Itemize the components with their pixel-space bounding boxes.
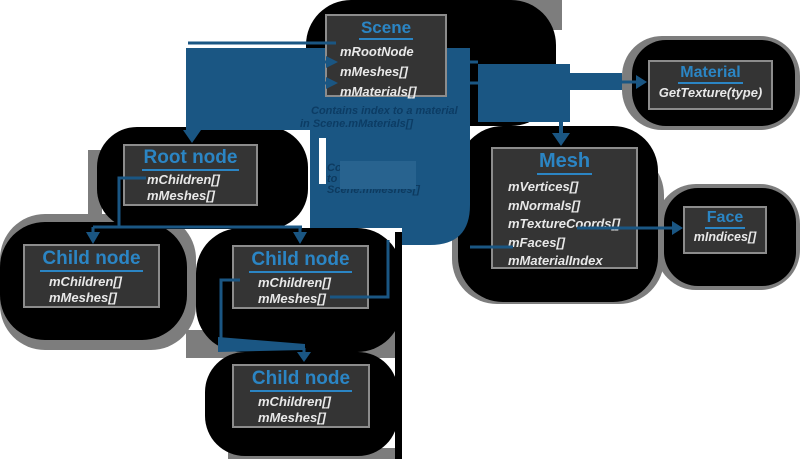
- member-mmeshes: mMeshes[]: [340, 64, 408, 79]
- scene-box: Scene mRootNode mMeshes[] mMaterials[]: [325, 14, 447, 99]
- face-title: Face: [685, 208, 765, 229]
- member-mchildren: mChildren[]: [49, 274, 122, 289]
- member-mvertices: mVertices[]: [508, 179, 579, 194]
- blue-hub-rect: [478, 64, 570, 122]
- root-node-box: Root node mChildren[] mMeshes[]: [123, 144, 258, 206]
- member-mnormals: mNormals[]: [508, 197, 581, 213]
- child-node-left-box: Child node mChildren[] mMeshes[]: [23, 244, 160, 308]
- member-mchildren: mChildren[]: [147, 172, 220, 187]
- child-node-members: mChildren[] mMeshes[]: [234, 390, 368, 425]
- child-node-bottom-box: Child node mChildren[] mMeshes[]: [232, 364, 370, 428]
- mesh-title: Mesh: [493, 149, 636, 175]
- member-mmeshes: mMeshes[]: [147, 187, 215, 203]
- scene-title: Scene: [327, 16, 445, 40]
- scene-members: mRootNode mMeshes[] mMaterials[]: [327, 38, 445, 102]
- member-mfaces: mFaces[]: [508, 234, 566, 250]
- material-box: Material GetTexture(type): [648, 60, 773, 110]
- material-index-note: Contains index to a material in Scene.mM…: [300, 105, 490, 130]
- material-title: Material: [650, 62, 771, 84]
- member-mindices: mIndices[]: [693, 230, 757, 244]
- note-line: Contains index to a material: [311, 105, 458, 117]
- material-members: GetTexture(type): [650, 82, 771, 100]
- member-mchildren: mChildren[]: [258, 394, 331, 409]
- blue-flow-shapes: [186, 48, 622, 245]
- mesh-members: mVertices[] mNormals[] mTextureCoords[] …: [493, 173, 636, 271]
- member-mchildren: mChildren[]: [258, 275, 331, 290]
- child-node-title: Child node: [234, 366, 368, 392]
- face-members: mIndices[]: [685, 227, 765, 244]
- note-line: in Scene.mMaterials[]: [300, 117, 414, 130]
- blue-main-swoosh: [186, 48, 470, 245]
- child-node-members: mChildren[] mMeshes[]: [25, 270, 158, 305]
- blue-thick-bar-to-material: [568, 73, 622, 90]
- child-node-members: mChildren[] mMeshes[]: [234, 271, 367, 306]
- member-mmaterials: mMaterials[]: [340, 84, 417, 99]
- white-sliver: [319, 138, 326, 184]
- member-mmeshes: mMeshes[]: [258, 290, 326, 306]
- member-mmeshes: mMeshes[]: [258, 409, 326, 425]
- child-node-middle-box: Child node mChildren[] mMeshes[]: [232, 245, 369, 309]
- note-line: Scene.mMeshes[]: [327, 183, 420, 196]
- mesh-box: Mesh mVertices[] mNormals[] mTextureCoor…: [491, 147, 638, 269]
- member-mrootnode: mRootNode: [340, 44, 414, 59]
- member-mmeshes: mMeshes[]: [49, 289, 117, 305]
- child-node-title: Child node: [234, 247, 367, 273]
- member-mtexturecoords: mTextureCoords[]: [508, 216, 621, 231]
- root-node-title: Root node: [125, 146, 256, 171]
- member-mmaterialindex: mMaterialIndex: [508, 253, 603, 268]
- note-overlay-rect: [340, 161, 416, 189]
- child-node-title: Child node: [25, 246, 158, 272]
- face-box: Face mIndices[]: [683, 206, 767, 254]
- root-node-members: mChildren[] mMeshes[]: [125, 169, 256, 203]
- member-gettexture: GetTexture(type): [658, 85, 763, 100]
